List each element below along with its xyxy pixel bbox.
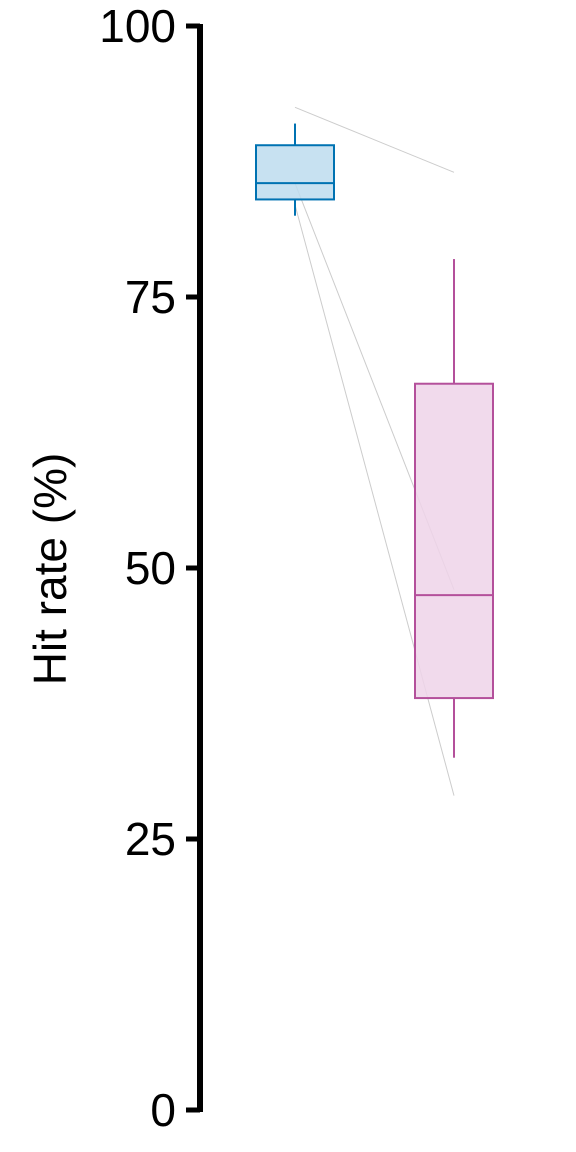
boxes-layer [255, 123, 494, 758]
box-1-iqr [255, 144, 335, 201]
y-tick-label-50: 50 [125, 542, 176, 594]
box-2-iqr [414, 382, 494, 700]
y-axis: 0 25 50 75 100 [99, 0, 203, 1136]
y-tick-label-0: 0 [150, 1084, 176, 1136]
y-tick-label-75: 75 [125, 271, 176, 323]
box-2 [414, 259, 494, 758]
paired-line-1 [294, 106, 455, 173]
y-tick-label-25: 25 [125, 813, 176, 865]
y-tick-label-100: 100 [99, 0, 176, 52]
box-1 [255, 123, 335, 216]
y-axis-title: Hit rate (%) [24, 453, 76, 686]
